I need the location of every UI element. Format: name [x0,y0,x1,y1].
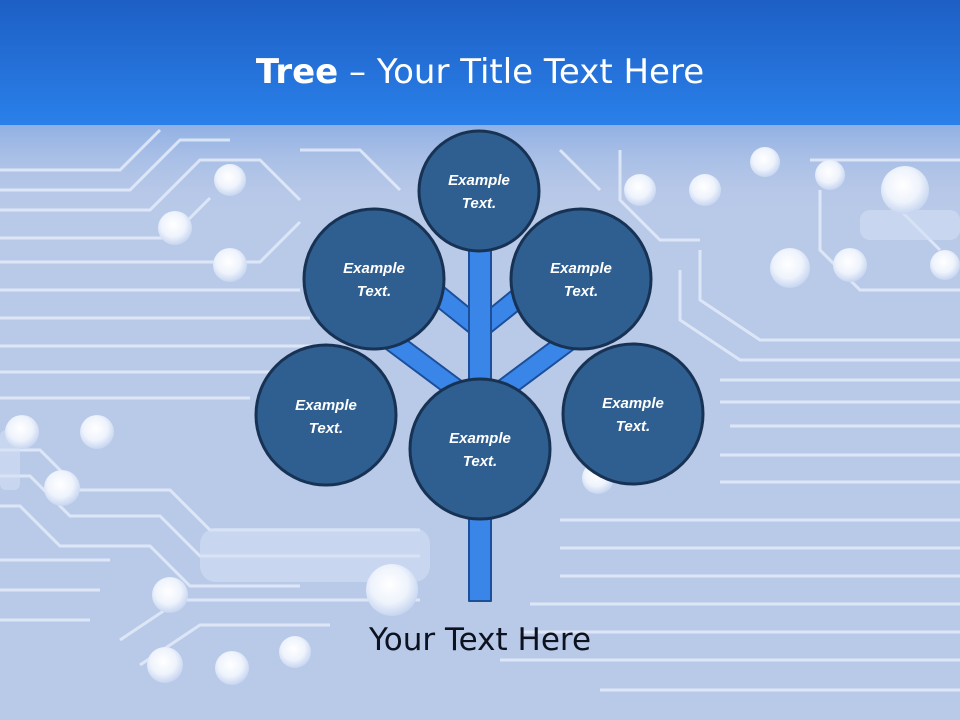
title-bold-part: Tree [255,52,339,92]
node-upper-right-label-line2: Text. [564,283,598,300]
node-center-label-line1: Example [449,430,511,447]
node-lower-left-label-line1: Example [295,397,357,414]
slide-title: Tree – Your Title Text Here [0,52,960,92]
node-top-label-line2: Text. [462,195,496,212]
node-upper-left: Example Text. [302,207,446,351]
header-band [0,0,960,125]
node-lower-right: Example Text. [561,342,705,486]
title-separator: – [338,52,377,92]
node-top: Example Text. [417,129,541,253]
node-lower-right-label-line2: Text. [616,418,650,435]
slide-caption: Your Text Here [368,622,592,658]
node-top-label-line1: Example [448,172,510,189]
title-rest: Your Title Text Here [376,52,705,92]
node-lower-right-label-line1: Example [602,395,664,412]
node-lower-left: Example Text. [254,343,398,487]
node-lower-left-label-line2: Text. [309,420,343,437]
node-center: Example Text. [408,377,552,521]
tree-nodes: Example Text. Example Text. Example Text… [254,129,705,521]
node-upper-left-label-line2: Text. [357,283,391,300]
node-upper-left-label-line1: Example [343,260,405,277]
node-upper-right-label-line1: Example [550,260,612,277]
node-center-label-line2: Text. [463,453,497,470]
node-upper-right: Example Text. [509,207,653,351]
